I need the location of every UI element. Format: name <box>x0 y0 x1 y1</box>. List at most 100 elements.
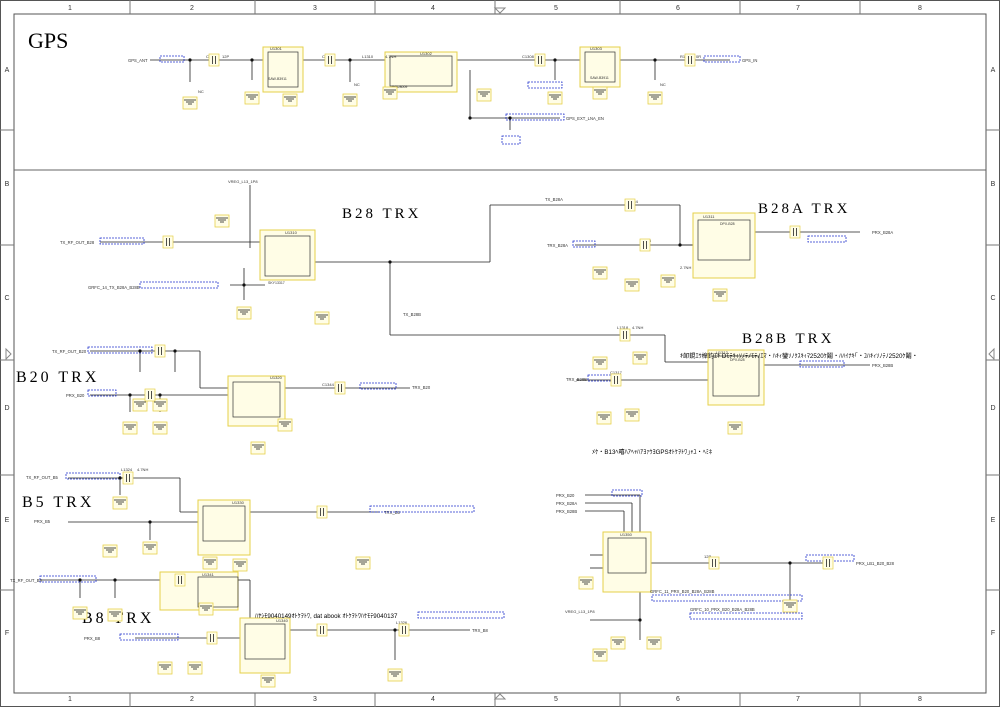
ground-symbol <box>277 418 293 432</box>
capacitor-symbol <box>398 623 410 637</box>
junction-dot <box>173 349 177 353</box>
junction-dot <box>653 58 657 62</box>
net-flag-prx-b28a <box>807 235 847 243</box>
junction-dot <box>388 260 392 264</box>
section-title-b28a: B28A TRX <box>758 201 851 217</box>
net-tx-rf-out-b20: TX_RF_OUT_B20 <box>52 349 87 354</box>
ground-symbol <box>592 266 608 280</box>
net-flag-b5-trx <box>369 505 475 513</box>
ground-symbol <box>596 411 612 425</box>
gps-lna-part: BGU8009 <box>392 85 407 89</box>
column-label-1-bottom: 1 <box>68 696 72 703</box>
ground-symbol <box>152 398 168 412</box>
column-label-2-bottom: 2 <box>190 696 194 703</box>
schematic-symbols <box>72 53 834 688</box>
column-label-2-top: 2 <box>190 5 194 12</box>
junction-dot <box>508 116 512 120</box>
capacitor-symbol <box>206 631 218 645</box>
b28b-dup-ref: U1312 <box>716 350 729 355</box>
ground-symbol <box>112 496 128 510</box>
row-label-C-right: C <box>990 295 995 302</box>
row-label-D-left: D <box>4 405 9 412</box>
capacitor-symbol <box>154 344 166 358</box>
column-label-7-bottom: 7 <box>796 696 800 703</box>
gps-nc-1: NC <box>198 89 204 94</box>
rx-switch-ref: U1350 <box>620 532 633 537</box>
b8-l1326: L1326 <box>396 620 408 625</box>
net-prx-b8: PRX_B8 <box>84 636 101 641</box>
gps-l1310-val: 4.7NH <box>385 54 396 59</box>
ground-symbol <box>624 408 640 422</box>
row-label-B-right: B <box>991 181 996 188</box>
net-tx-rf-out-b5: TX_RF_OUT_B5 <box>26 475 59 480</box>
b28a-val-2n7: 2.7NH <box>680 265 691 270</box>
ground-symbol <box>198 602 214 616</box>
gps-nc-2: NC <box>354 82 360 87</box>
column-label-3-bottom: 3 <box>313 696 317 703</box>
gps-saw2-part: SAW-B3911 <box>590 76 609 80</box>
gps-c1308: C1308 <box>522 54 535 59</box>
ground-symbol <box>187 661 203 675</box>
net-tx-b28b: TX_B28B <box>403 312 421 317</box>
ground-symbol <box>157 661 173 675</box>
net-flag-b20-trx <box>359 382 397 390</box>
ground-symbol <box>282 93 298 107</box>
ground-symbol <box>342 93 358 107</box>
b5-dup-ref: U1330 <box>232 500 245 505</box>
net-vreg-top: VREG_L13_1P8 <box>228 179 258 184</box>
junction-dot <box>242 283 246 287</box>
capacitor-symbol <box>639 238 651 252</box>
capacitor-symbol <box>144 388 156 402</box>
capacitor-symbol <box>534 53 546 67</box>
net-gps-ext-lna-en: GPS_EXT_LNA_EN <box>566 116 604 121</box>
gps-saw1-ref: U1301 <box>270 46 283 51</box>
junction-dot <box>188 58 192 62</box>
row-label-B-left: B <box>5 181 10 188</box>
junction-dot <box>118 476 122 480</box>
capacitor-symbol <box>789 225 801 239</box>
net-prx-b20: PRX_B20 <box>66 393 85 398</box>
column-label-4-bottom: 4 <box>431 696 435 703</box>
junction-dot <box>158 393 162 397</box>
net-flag-prx-b28b <box>799 360 845 368</box>
ground-symbol <box>214 214 230 228</box>
net-prx-lb: PRX_LB1_B20_B28 <box>856 561 895 566</box>
net-gps-in: GPS_IN <box>742 58 757 63</box>
net-prx-b28a: PRX_B28A <box>872 230 893 235</box>
net-flag-gps-in <box>703 55 741 63</box>
junction-dot <box>148 520 152 524</box>
ground-symbol <box>476 88 492 102</box>
net-flag-b20-tx <box>87 346 153 354</box>
row-label-A-left: A <box>5 67 10 74</box>
net-prx-b28b-in: PRX_B28B <box>556 509 577 514</box>
b8-dup-ref: U1340 <box>276 618 289 623</box>
gps-c1300-val: 12P <box>222 54 229 59</box>
net-prx-b5: PRX_B5 <box>34 519 51 524</box>
net-trx-b20: TRX_B20 <box>412 385 431 390</box>
net-gps-ant: GPS_ANT <box>128 58 148 63</box>
row-label-E-right: E <box>991 517 996 524</box>
b8-components <box>159 571 291 674</box>
ground-symbol <box>132 398 148 412</box>
b5-components <box>197 499 251 556</box>
junction-dot <box>678 243 682 247</box>
net-prx-b20-in: PRX_B20 <box>556 493 575 498</box>
column-label-6-bottom: 6 <box>676 696 680 703</box>
net-tx-b28a: TX_B28A <box>545 197 563 202</box>
ground-symbol <box>142 541 158 555</box>
capacitor-symbol <box>610 373 622 387</box>
capacitor-symbol <box>334 381 346 395</box>
section-title-gps: GPS <box>28 28 68 53</box>
capacitor-symbol <box>619 328 631 342</box>
column-label-1-top: 1 <box>68 5 72 12</box>
ground-symbol <box>782 599 798 613</box>
row-label-A-right: A <box>991 67 996 74</box>
rx-switch-components <box>602 531 652 593</box>
junction-dot <box>553 58 557 62</box>
capacitor-symbol <box>822 556 834 570</box>
net-grfc-sw2: GRFC_10_PRX_B20_B28A_B28B <box>690 607 755 612</box>
capacitor-symbol <box>624 198 636 212</box>
b28b-l1318-val: 4.7NH <box>632 325 643 330</box>
